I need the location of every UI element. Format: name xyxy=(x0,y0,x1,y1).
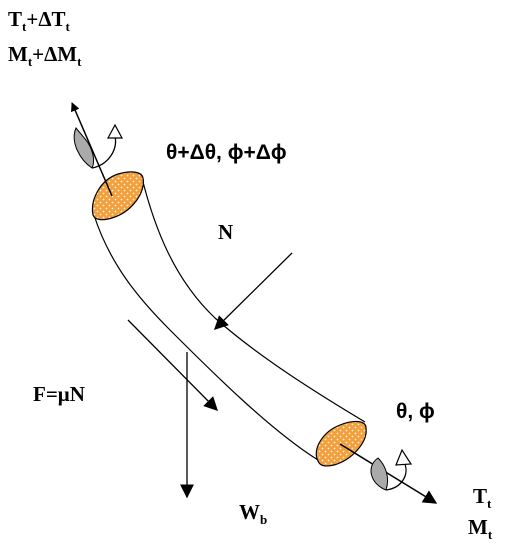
normal-force-arrow xyxy=(214,252,293,330)
top-moment-curved-arrow xyxy=(73,123,124,169)
bottom-cross-section xyxy=(315,420,367,467)
pipe-right-edge xyxy=(141,177,366,423)
bottom-moment-label: Mt xyxy=(468,515,493,542)
bottom-tension-label: Tt xyxy=(473,484,492,511)
bottom-angles-label: θ, ϕ xyxy=(396,400,435,423)
bottom-tension-arrow xyxy=(339,443,438,504)
normal-force-label: N xyxy=(218,220,233,244)
top-cross-section xyxy=(91,171,144,221)
friction-label: F=μN xyxy=(33,382,85,406)
top-tension-label: Tt+ΔTt xyxy=(8,7,71,34)
top-tension-arrow xyxy=(71,102,113,197)
friction-force-arrow xyxy=(127,319,218,411)
weight-label: Wb xyxy=(239,500,267,527)
pipe-left-edge xyxy=(93,214,319,461)
bottom-moment-curved-arrow xyxy=(370,448,413,491)
top-angles-label: θ+Δθ, ϕ+Δϕ xyxy=(166,141,287,164)
top-moment-label: Mt+ΔMt xyxy=(8,42,82,69)
